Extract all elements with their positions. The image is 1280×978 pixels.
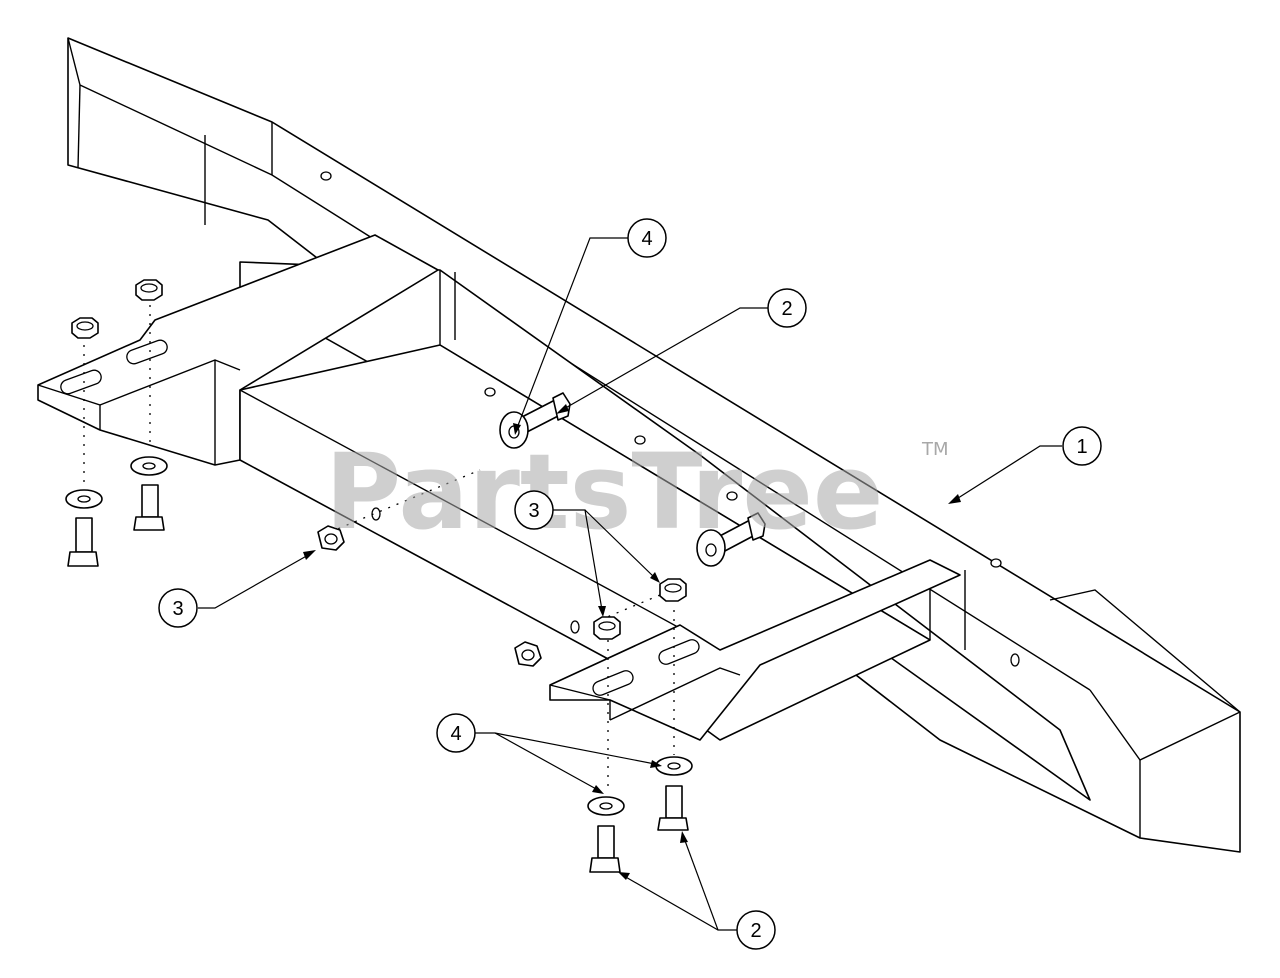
bolt-with-washer[interactable] (696, 512, 766, 567)
callout-4-bottom[interactable]: 4 (436, 713, 476, 753)
left-bracket[interactable] (37, 234, 439, 466)
hex-bolt[interactable] (657, 785, 689, 831)
hex-bolt[interactable] (67, 517, 99, 567)
hex-nut[interactable] (71, 317, 99, 339)
callout-4-top[interactable]: 4 (627, 218, 667, 258)
callout-3-left[interactable]: 3 (158, 588, 198, 628)
slot-hole (658, 639, 700, 665)
hex-nut[interactable] (514, 641, 542, 667)
frame-holes (320, 171, 1020, 667)
callout-label: 2 (750, 920, 761, 942)
right-bracket[interactable] (549, 559, 961, 741)
callout-label: 3 (172, 598, 183, 620)
flat-washer[interactable] (65, 489, 103, 509)
assembly-centerlines (83, 305, 675, 790)
flat-washer[interactable] (130, 456, 168, 476)
hex-nut[interactable] (317, 525, 345, 551)
callout-label: 3 (528, 500, 539, 522)
callout-label: 1 (1076, 436, 1087, 458)
callout-label: 4 (641, 228, 652, 250)
watermark: PartsTree TM (325, 431, 949, 553)
flat-washer[interactable] (587, 796, 625, 816)
callout-2-top[interactable]: 2 (767, 288, 807, 328)
watermark-trademark: TM (921, 439, 949, 460)
callout-3-center[interactable]: 3 (514, 490, 554, 530)
slot-hole (592, 670, 634, 696)
hex-nut[interactable] (659, 578, 687, 602)
flat-washer[interactable] (655, 756, 693, 776)
leader-lines (198, 237, 1062, 931)
watermark-brand: PartsTree (325, 431, 883, 553)
hex-nut[interactable] (135, 279, 163, 301)
slot-hole (60, 369, 102, 395)
callout-2-bottom[interactable]: 2 (736, 910, 776, 950)
callout-1[interactable]: 1 (1062, 426, 1102, 466)
callout-label: 2 (781, 298, 792, 320)
hex-bolt[interactable] (589, 825, 621, 873)
callout-label: 4 (450, 723, 461, 745)
hex-nut[interactable] (593, 616, 621, 640)
hex-bolt[interactable] (133, 484, 165, 531)
bolt-with-washer[interactable] (499, 392, 571, 449)
slot-hole (126, 339, 168, 365)
